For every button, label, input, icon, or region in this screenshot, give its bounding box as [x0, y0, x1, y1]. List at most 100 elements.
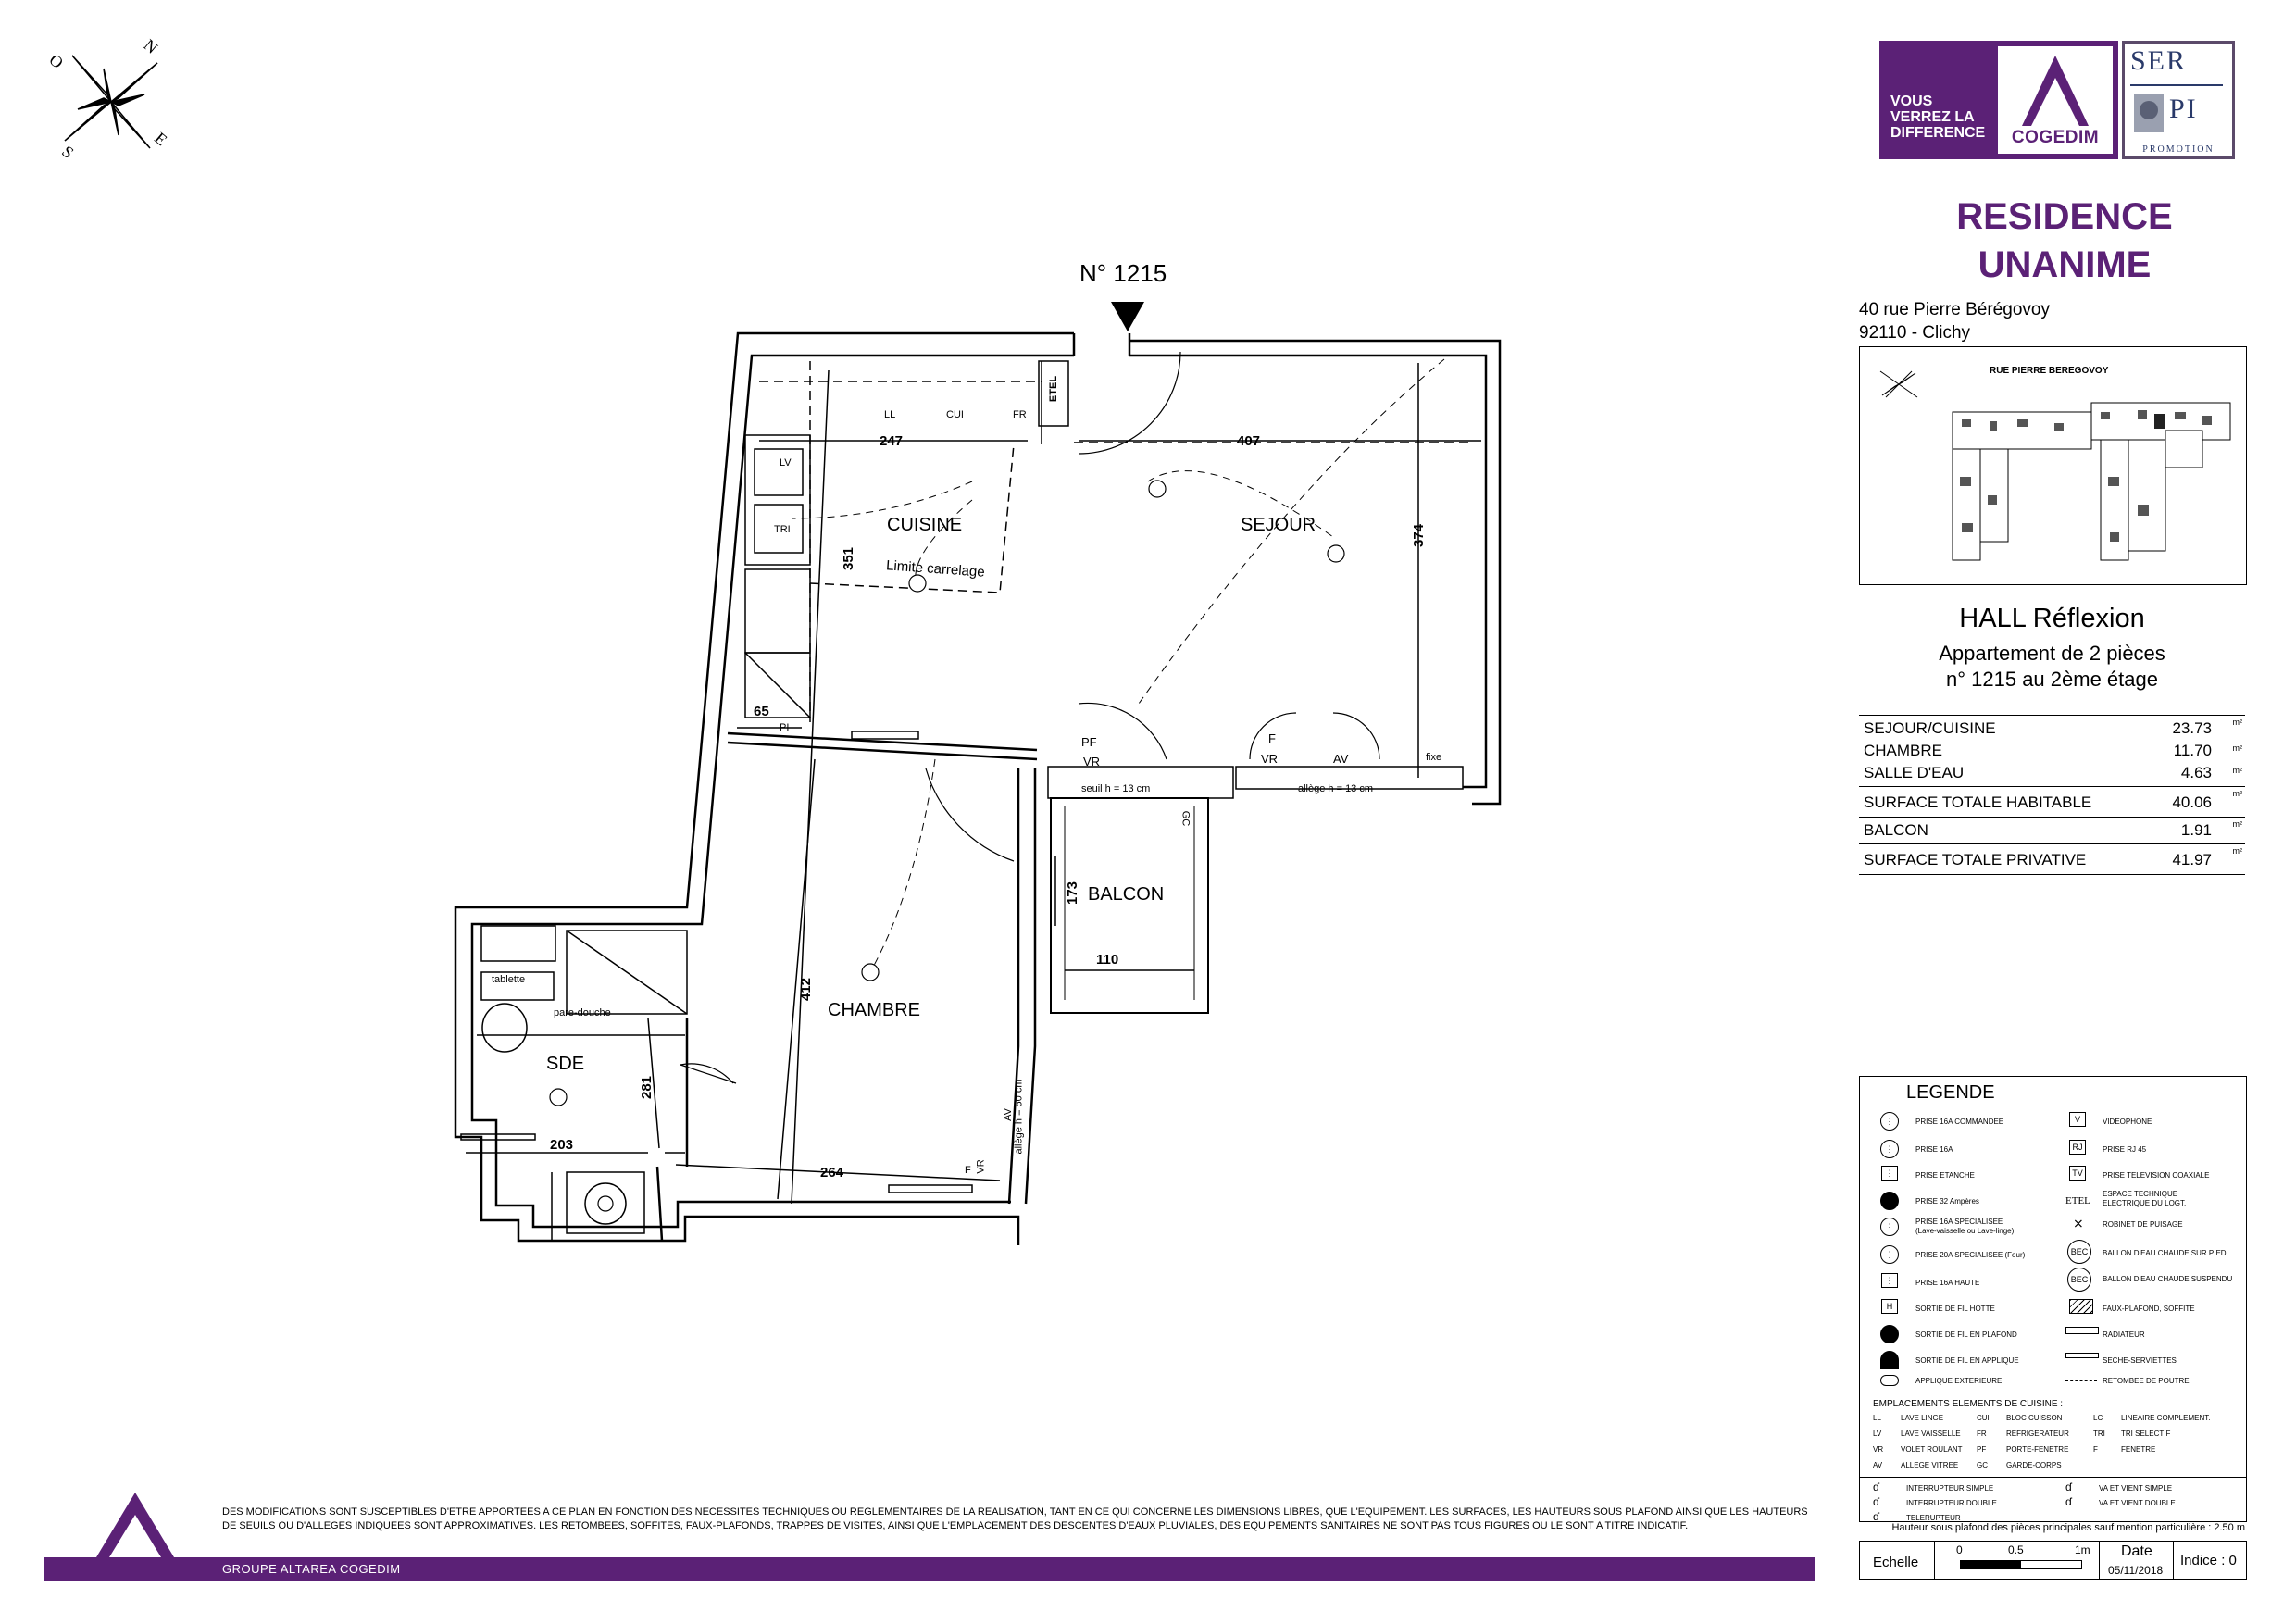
legend-item: RADIATEUR: [2103, 1330, 2145, 1339]
dim-351: 351: [841, 546, 857, 571]
room-balcon: BALCON: [1088, 884, 1165, 905]
note-f-chambre: F: [965, 1165, 971, 1176]
compass-s: S: [58, 142, 78, 162]
cogedim-logo: VOUS VERREZ LA DIFFERENCE COGEDIM: [1879, 41, 2118, 159]
room-chambre: CHAMBRE: [828, 1000, 921, 1020]
outlet-switched-icon: ⋮: [1880, 1112, 1899, 1131]
telerupteur-icon: ɗ: [1873, 1510, 1879, 1523]
legend-item: BALLON D'EAU CHAUDE SUR PIED: [2103, 1249, 2227, 1257]
note-pare-douche: pare-douche: [554, 1007, 611, 1018]
note-lv: LV: [780, 457, 792, 468]
room-cuisine: CUISINE: [887, 515, 963, 535]
residence-name: RESIDENCE UNANIME: [1956, 196, 2173, 285]
legal-disclaimer: DES MODIFICATIONS SONT SUSCEPTIBLES D'ET…: [222, 1506, 1808, 1531]
legend-item: INTERRUPTEUR SIMPLE: [1906, 1484, 1994, 1493]
outlet-oven-icon: ⋮: [1880, 1245, 1899, 1264]
dim-247: 247: [880, 433, 904, 449]
switch-double-icon: ɗ: [1873, 1495, 1879, 1508]
two-way-switch-icon: ɗ: [2065, 1480, 2072, 1493]
note-fixe: fixe: [1426, 752, 1442, 763]
footer-bar: GROUPE ALTAREA COGEDIM: [44, 1557, 1815, 1581]
address: 40 rue Pierre Bérégovoy 92110 - Clichy: [1859, 300, 2050, 343]
apartment-description: Appartement de 2 pièces n° 1215 au 2ème …: [1939, 642, 2165, 691]
footer-company: GROUPE ALTAREA COGEDIM: [222, 1562, 401, 1576]
scale-box: Echelle 0 0.5 1m Date 05/11/2018 Indice …: [1859, 1541, 2247, 1580]
compass-n: N: [140, 35, 162, 57]
serpi-crest-icon: [2134, 94, 2164, 132]
legend-item: PRISE 16A COMMANDEE: [1915, 1118, 2004, 1126]
wall-outer-top-left: [454, 331, 1074, 1245]
switch-simple-icon: ɗ: [1873, 1480, 1879, 1493]
dim-281: 281: [639, 1075, 655, 1100]
cogedim-tagline: VOUS VERREZ LA DIFFERENCE: [1890, 94, 1986, 141]
outlet-waterproof-icon: ⋮: [1881, 1166, 1898, 1181]
legend-title: LEGENDE: [1906, 1082, 1995, 1103]
note-allege-50: allège h = 50 cm: [1013, 1079, 1025, 1155]
videophone-icon: V: [2069, 1112, 2086, 1127]
room-sejour: SEJOUR: [1241, 515, 1316, 535]
wall-outer-left: [1129, 339, 1502, 806]
lot-number: N° 1215: [1079, 259, 1167, 287]
legend-item: TELERUPTEUR: [1906, 1514, 1961, 1522]
legend-item: PRISE ETANCHE: [1915, 1171, 1975, 1180]
legend-item: PRISE 16A: [1915, 1145, 1953, 1154]
index-label: Indice : 0: [2180, 1553, 2237, 1568]
note-av-chambre: AV: [1002, 1108, 1014, 1121]
etel-icon: ETEL: [2065, 1195, 2090, 1206]
legend-item: PRISE TELEVISION COAXIALE: [2103, 1171, 2210, 1180]
kitchen-legend-title: EMPLACEMENTS ELEMENTS DE CUISINE :: [1873, 1399, 2064, 1409]
legend-item: FAUX-PLAFOND, SOFFITE: [2103, 1305, 2195, 1313]
rj45-icon: RJ: [2069, 1140, 2086, 1155]
tv-icon: TV: [2069, 1166, 2086, 1181]
compass-o: O: [45, 50, 68, 72]
note-pf: PF: [1081, 735, 1097, 749]
water-heater-hanging-icon: BEC: [2067, 1268, 2091, 1292]
legend-item: SORTIE DE FIL HOTTE: [1915, 1305, 1995, 1313]
dim-65: 65: [754, 704, 769, 719]
cogedim-a-icon: [2022, 56, 2089, 126]
legend-item: PRISE 32 Ampères: [1915, 1197, 1979, 1206]
legend-item: PRISE 16A HAUTE: [1915, 1279, 1980, 1287]
outlet-icon: ⋮: [1880, 1140, 1899, 1158]
balcony-outline: [1050, 797, 1209, 1014]
legend-item: VIDEOPHONE: [2103, 1118, 2152, 1126]
legend-item: ROBINET DE PUISAGE: [2103, 1220, 2183, 1229]
outlet-special-icon: ⋮: [1880, 1218, 1899, 1236]
dim-203: 203: [550, 1137, 574, 1153]
radiator-icon: [2065, 1327, 2099, 1334]
note-f: F: [1268, 731, 1276, 745]
situation-drawing: [1879, 370, 2231, 561]
legend-item: (Lave-vaisselle ou Lave-linge): [1915, 1227, 2015, 1235]
legend-item: APPLIQUE EXTERIEURE: [1915, 1377, 2003, 1385]
legend-item: SORTIE DE FIL EN PLAFOND: [1915, 1330, 2017, 1339]
outlet-32a-icon: [1880, 1192, 1899, 1210]
note-tablette: tablette: [492, 974, 526, 985]
note-tri: TRI: [774, 524, 791, 535]
hood-outlet-icon: H: [1881, 1299, 1898, 1314]
date-value: 05/11/2018: [2108, 1564, 2164, 1577]
note-vr-chambre: VR: [975, 1159, 987, 1174]
water-heater-floor-icon: BEC: [2067, 1240, 2091, 1264]
legend-item: ELECTRIQUE DU LOGT.: [2103, 1199, 2187, 1207]
note-limite-carrelage: Limite carrelage: [885, 557, 986, 581]
note-fr: FR: [1013, 409, 1027, 420]
scale-bar: [1960, 1560, 2082, 1569]
dim-264: 264: [820, 1165, 844, 1181]
tap-icon: ⨯: [2073, 1216, 2084, 1230]
false-ceiling-icon: [2069, 1299, 2093, 1314]
ceiling-height-note: Hauteur sous plafond des pièces principa…: [1891, 1522, 2245, 1533]
legend-item: SECHE-SERVIETTES: [2103, 1356, 2177, 1365]
legend-box: LEGENDE ⋮ PRISE 16A COMMANDEE ⋮ PRISE 16…: [1859, 1076, 2247, 1523]
note-allege: allège h = 13 cm: [1298, 783, 1374, 794]
legend-item: PRISE 20A SPECIALISEE (Four): [1915, 1251, 2026, 1259]
outlet-high-icon: ⋮: [1881, 1273, 1898, 1288]
hall-title: HALL Réflexion: [1959, 604, 2145, 633]
date-label: Date: [2121, 1543, 2152, 1559]
note-vr: VR: [1083, 755, 1101, 768]
